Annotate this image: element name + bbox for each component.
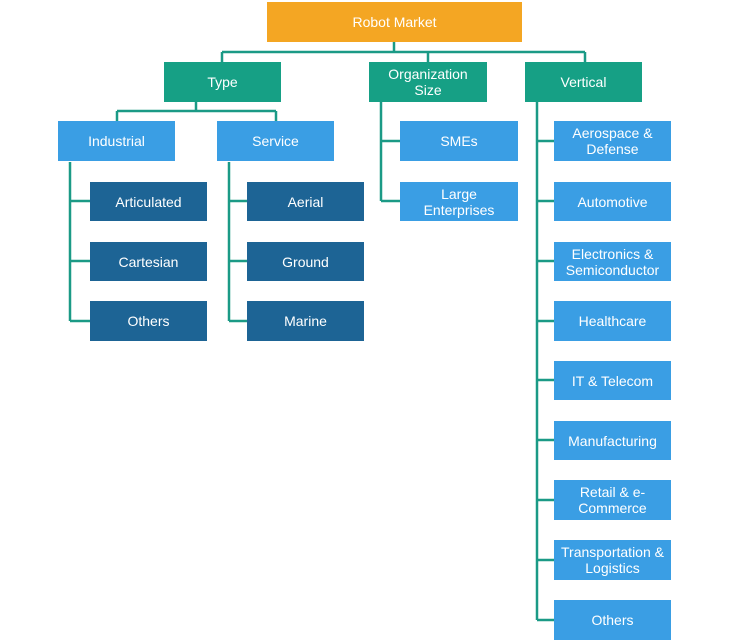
industrial-node: Industrial bbox=[58, 121, 175, 161]
service-aerial-node: Aerial bbox=[247, 182, 364, 221]
vertical-aerospace-defense-node: Aerospace & Defense bbox=[554, 121, 671, 161]
service-ground-node: Ground bbox=[247, 242, 364, 281]
service-node: Service bbox=[217, 121, 334, 161]
vertical-automotive-node: Automotive bbox=[554, 182, 671, 221]
type-node: Type bbox=[164, 62, 281, 102]
vertical-electronics-semiconductor-node: Electronics & Semiconductor bbox=[554, 242, 671, 281]
industrial-cartesian-node: Cartesian bbox=[90, 242, 207, 281]
organization-size-node: Organization Size bbox=[369, 62, 487, 102]
vertical-it-telecom-node: IT & Telecom bbox=[554, 361, 671, 400]
org-smes-node: SMEs bbox=[400, 121, 518, 161]
vertical-manufacturing-node: Manufacturing bbox=[554, 421, 671, 460]
vertical-transportation-logistics-node: Transportation & Logistics bbox=[554, 540, 671, 580]
service-marine-node: Marine bbox=[247, 301, 364, 341]
vertical-healthcare-node: Healthcare bbox=[554, 301, 671, 341]
root-node: Robot Market bbox=[267, 2, 522, 42]
org-large-enterprises-node: Large Enterprises bbox=[400, 182, 518, 221]
industrial-articulated-node: Articulated bbox=[90, 182, 207, 221]
vertical-retail-ecommerce-node: Retail & e- Commerce bbox=[554, 480, 671, 520]
vertical-others-node: Others bbox=[554, 600, 671, 640]
vertical-node: Vertical bbox=[525, 62, 642, 102]
industrial-others-node: Others bbox=[90, 301, 207, 341]
